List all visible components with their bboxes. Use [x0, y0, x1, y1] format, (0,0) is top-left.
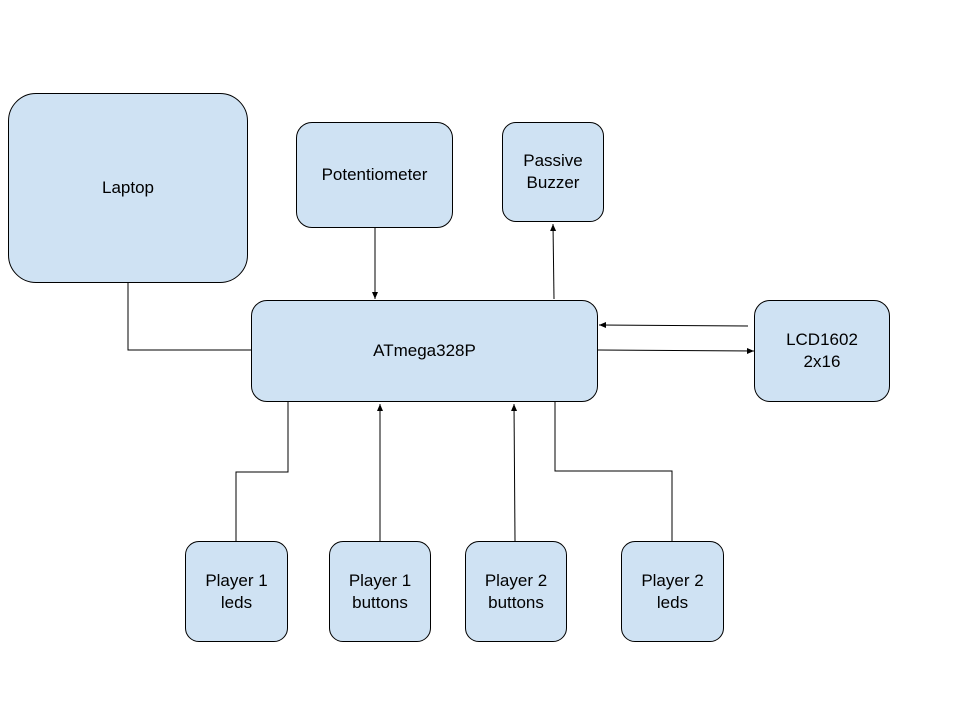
potentiometer-block: Potentiometer [296, 122, 453, 228]
player2-leds-block: Player 2 leds [621, 541, 724, 642]
potentiometer-label: Potentiometer [321, 165, 428, 184]
player1-leds-block: Player 1 leds [185, 541, 288, 642]
edge-mcu-to-lcd [597, 347, 755, 354]
laptop-label: Laptop [102, 178, 154, 197]
player1-leds-label: Player 1 leds [205, 570, 268, 612]
player2-buttons-block: Player 2 buttons [465, 541, 567, 642]
lcd-label: LCD1602 2x16 [786, 330, 858, 371]
lcd-block: LCD1602 2x16 [754, 300, 890, 402]
edge-mcu-to-player1-leds [235, 402, 289, 541]
microcontroller-block: ATmega328P [251, 300, 598, 402]
edge-player2-buttons-to-mcu [511, 403, 518, 542]
passive-buzzer-block: Passive Buzzer [502, 122, 604, 222]
edge-mcu-to-player2-leds [554, 402, 673, 541]
player2-leds-label: Player 2 leds [641, 570, 704, 612]
player2-buttons-label: Player 2 buttons [484, 570, 548, 612]
laptop-block: Laptop [8, 93, 248, 283]
edge-lcd-to-mcu [598, 322, 749, 329]
edge-laptop-to-mcu [127, 283, 251, 351]
edge-mcu-to-buzzer [550, 223, 557, 300]
player1-buttons-block: Player 1 buttons [329, 541, 431, 642]
passive-buzzer-label: Passive Buzzer [523, 151, 583, 192]
player1-buttons-label: Player 1 buttons [348, 570, 412, 612]
microcontroller-label: ATmega328P [373, 341, 476, 360]
